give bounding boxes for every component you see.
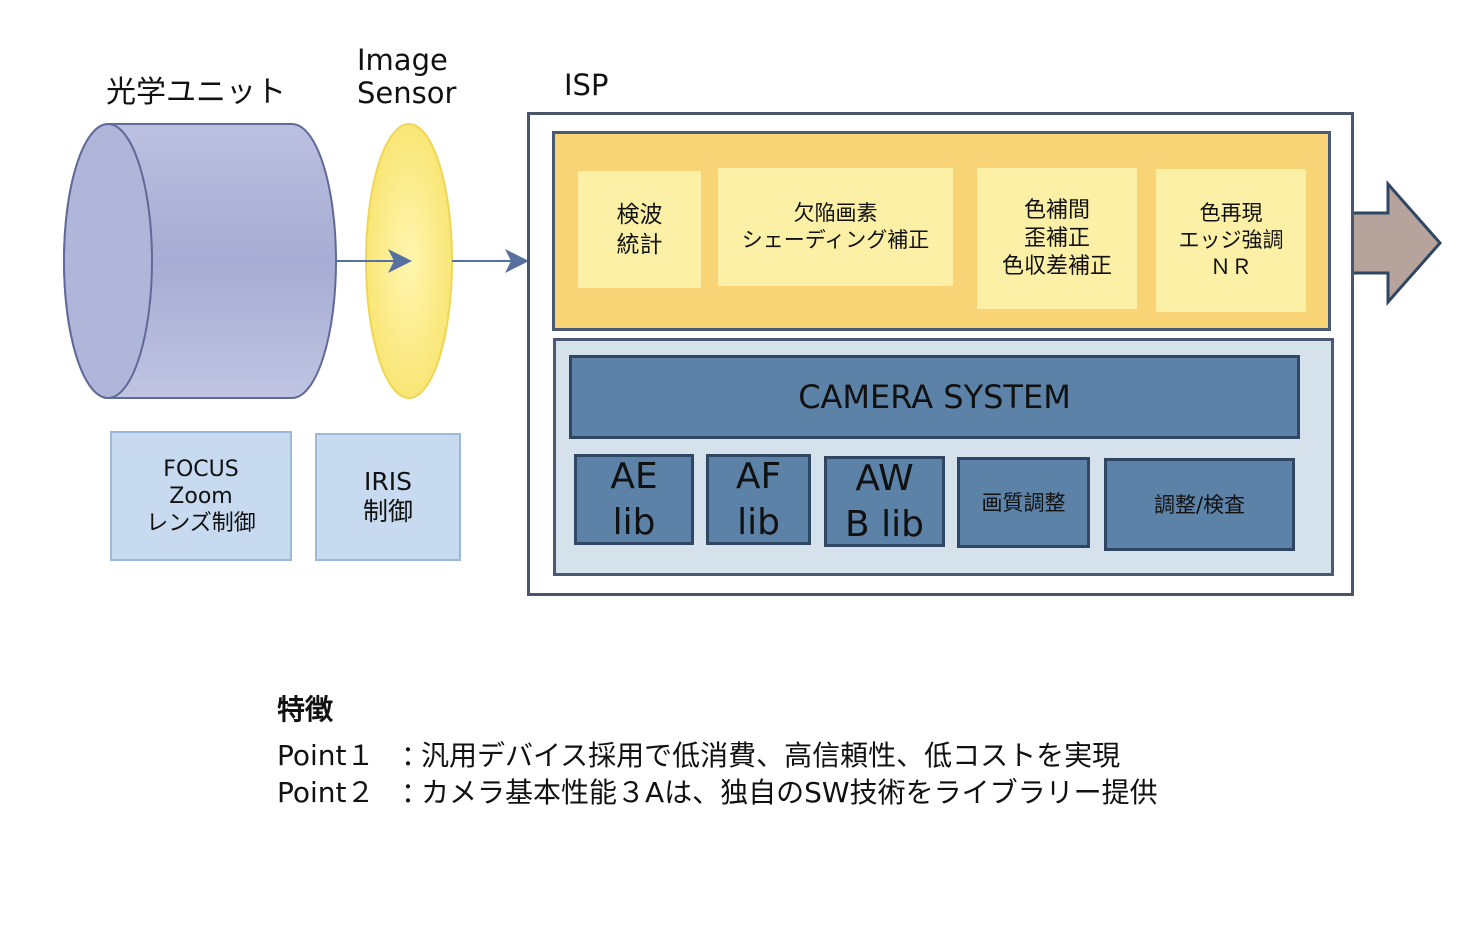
process-color-reproduction: 色再現 エッジ強調 ＮＲ	[1156, 169, 1306, 312]
point-1-separator: ：	[401, 739, 430, 772]
af-lib-box: AF lib	[706, 454, 811, 545]
ae-lib-box: AE lib	[574, 454, 694, 545]
feature-point-1: Point１ ：汎用デバイス採用で低消費、高信頼性、低コストを実現	[277, 739, 1120, 773]
camera-system-bar: CAMERA SYSTEM	[569, 355, 1300, 439]
process-detection-stats: 検波 統計	[578, 171, 701, 288]
point-2-name: Point２	[277, 776, 375, 809]
feature-point-2: Point２ ：カメラ基本性能３Aは、独自のSW技術をライブラリー提供	[277, 776, 1158, 810]
process-defect-shading: 欠陥画素 シェーディング補正	[718, 168, 953, 286]
point-1-name: Point１	[277, 739, 375, 772]
image-quality-box: 画質調整	[957, 457, 1090, 548]
lens-cylinder	[63, 123, 337, 399]
sensor-title: Image Sensor	[357, 43, 457, 110]
point-2-separator: ：	[401, 776, 430, 809]
iris-control-box: IRIS 制御	[315, 433, 461, 561]
adjust-inspect-box: 調整/検査	[1104, 458, 1295, 551]
process-color-interpolation: 色補間 歪補正 色収差補正	[977, 168, 1137, 309]
isp-title: ISP	[564, 68, 609, 102]
lens-title: 光学ユニット	[106, 75, 286, 110]
point-1-text: 汎用デバイス採用で低消費、高信頼性、低コストを実現	[421, 739, 1121, 772]
awb-lib-box: AW B lib	[824, 456, 945, 547]
features-title: 特徴	[277, 693, 334, 726]
point-2-text: カメラ基本性能３Aは、独自のSW技術をライブラリー提供	[421, 776, 1158, 809]
lens-control-box: FOCUS Zoom レンズ制御	[110, 431, 292, 561]
